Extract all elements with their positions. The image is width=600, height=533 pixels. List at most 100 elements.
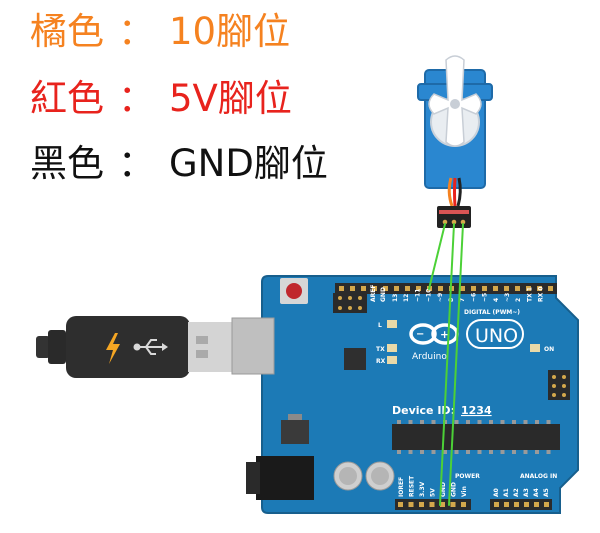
chip-pin — [454, 450, 459, 454]
header-hole — [408, 502, 414, 507]
chip-pin — [500, 420, 505, 424]
usb-port — [231, 317, 275, 375]
servo-connector-pin — [460, 219, 466, 225]
legend-red-name: 紅色 — [30, 77, 104, 120]
led-tx — [387, 344, 397, 352]
digital-pin-label: ~11 — [414, 289, 421, 302]
legend-red: 紅色 ： 5V腳位 — [30, 77, 292, 121]
power-pin-label: RESET — [409, 475, 416, 497]
analog-pin-label: A1 — [503, 488, 510, 497]
chip-pin — [443, 450, 447, 454]
chip-pin — [546, 450, 551, 454]
digital-pin-label: 4 — [493, 298, 500, 302]
header-hole — [350, 286, 355, 291]
capacitor-2 — [365, 461, 395, 491]
digital-pin-label: ~6 — [470, 293, 477, 302]
led-on — [530, 344, 540, 352]
led-tx-label: TX — [376, 346, 385, 353]
led-on-label: ON — [544, 346, 554, 353]
power-pin-label: 5V — [430, 488, 437, 497]
icsp-header-2 — [548, 370, 570, 400]
digital-pin-label: ~5 — [482, 293, 489, 302]
servo-motor — [417, 55, 493, 228]
header-hole — [548, 286, 553, 291]
chip-pin — [500, 450, 505, 454]
power-pin-label: GND — [451, 482, 458, 497]
header-hole — [361, 286, 366, 291]
digital-header-holes — [339, 286, 553, 291]
wire-signal-pin10 — [428, 223, 446, 290]
chip-pin — [512, 450, 516, 454]
model-badge — [466, 319, 524, 349]
voltage-regulator — [281, 420, 309, 444]
regulator-tab — [288, 414, 302, 422]
header-hole — [416, 286, 421, 291]
header-hole — [544, 502, 549, 507]
header-hole — [394, 286, 399, 291]
chip-pin — [535, 420, 539, 424]
legend-red-sep: ： — [118, 77, 155, 120]
analog-header — [490, 499, 552, 510]
header-hole — [438, 286, 443, 291]
analog-pin-label: A4 — [533, 488, 540, 497]
header-hole — [514, 502, 519, 507]
brand-label: Arduino — [412, 352, 447, 362]
wire-5v — [439, 223, 455, 506]
chip-pin — [477, 420, 482, 424]
usb-symbol-icon — [133, 339, 162, 355]
servo-connector-stripe — [439, 210, 469, 214]
legend-orange-sep: ： — [118, 10, 155, 53]
chip-pin — [454, 420, 459, 424]
analog-pin-label: A3 — [523, 488, 530, 497]
digital-pin-label: ~9 — [437, 293, 444, 302]
header-hole — [398, 502, 403, 507]
usb-strain-relief — [48, 330, 66, 364]
atmega-chip — [392, 424, 560, 450]
power-pin-label: Vin — [461, 486, 468, 497]
legend-red-value: 5V腳位 — [169, 77, 292, 120]
chip-pin — [477, 450, 482, 454]
servo-connector-pin — [442, 219, 448, 225]
servo-wire-black — [456, 177, 462, 207]
usb-cable — [36, 316, 232, 378]
led-rx — [387, 356, 397, 364]
digital-pin-label: 8 — [448, 298, 455, 302]
digital-pin-label: ~10 — [426, 289, 433, 302]
servo-connector-pin — [451, 219, 457, 225]
chip-pin — [523, 450, 528, 454]
logo-minus: − — [416, 329, 424, 340]
header-hole — [504, 502, 509, 507]
digital-header — [335, 283, 557, 294]
aref-label: AREF — [370, 285, 377, 302]
header-hole — [460, 286, 465, 291]
led-l — [387, 320, 397, 328]
header-hole — [471, 286, 476, 291]
chip-pin — [431, 420, 436, 424]
header-hole — [494, 502, 499, 507]
usb-plug-slot — [196, 336, 208, 344]
header-hole — [504, 286, 509, 291]
chip-pin — [431, 450, 436, 454]
header-hole — [419, 502, 424, 507]
servo-wire-orange — [447, 177, 454, 207]
digital-label: DIGITAL (PWM~) — [464, 309, 520, 316]
digital-pin-label: RX 0 — [538, 286, 545, 302]
digital-pin-label: 7 — [459, 298, 466, 302]
device-id-value: 1234 — [461, 404, 492, 417]
chip-pin — [512, 420, 516, 424]
logo-plus: + — [440, 328, 449, 341]
usb-plug-slot — [196, 350, 208, 358]
usb-plug-metal — [188, 322, 232, 372]
legend-black: 黑色：GND腳位 — [30, 142, 328, 186]
jumper-wires — [428, 223, 464, 506]
reset-button[interactable] — [286, 283, 302, 299]
header-hole — [450, 502, 456, 507]
header-hole — [383, 286, 388, 291]
header-hole — [339, 286, 344, 291]
legend-black-value: GND腳位 — [169, 142, 328, 185]
board-pcb — [261, 275, 579, 514]
chip-pin — [466, 450, 470, 454]
